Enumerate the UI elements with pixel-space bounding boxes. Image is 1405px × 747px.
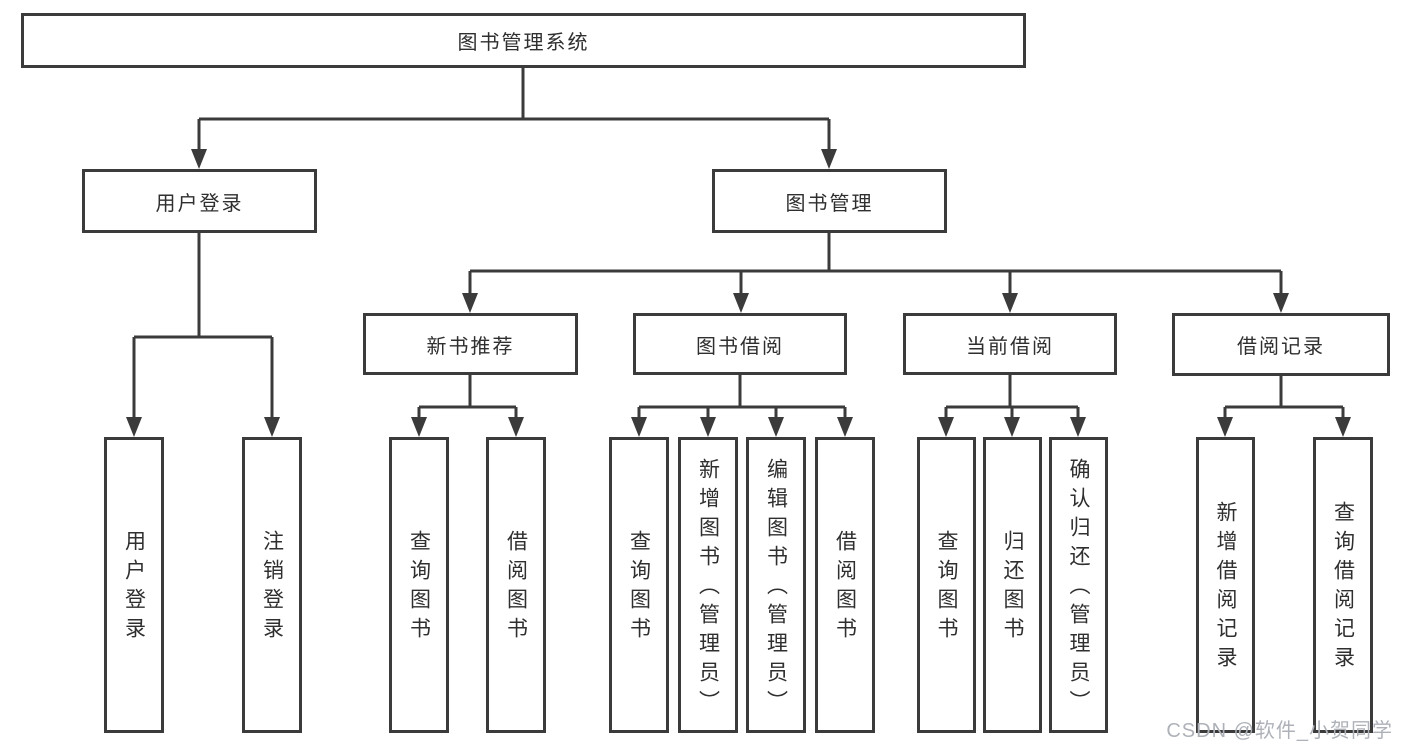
- leaf-return-books: 归还图书: [983, 437, 1042, 733]
- leaf-borrow-books-2: 借阅图书: [815, 437, 875, 733]
- leaf-logout: 注销登录: [242, 437, 302, 733]
- leaf-add-borrow-record: 新增借阅记录: [1196, 437, 1255, 733]
- node-user-login: 用户登录: [82, 169, 317, 233]
- node-book-management: 图书管理: [712, 169, 947, 233]
- arrowheads: [126, 149, 1351, 437]
- leaf-edit-book-admin: 编辑图书（管理员）: [746, 437, 806, 733]
- node-borrow-records: 借阅记录: [1172, 313, 1390, 376]
- leaf-query-books-1: 查询图书: [389, 437, 449, 733]
- leaf-query-borrow-record: 查询借阅记录: [1313, 437, 1373, 733]
- leaf-confirm-return-admin: 确认归还（管理员）: [1049, 437, 1108, 733]
- node-root: 图书管理系统: [21, 13, 1026, 68]
- node-current-borrow: 当前借阅: [903, 313, 1117, 375]
- watermark: CSDN @软件_小贺同学: [1166, 720, 1393, 742]
- leaf-user-login: 用户登录: [104, 437, 164, 733]
- leaf-query-books-3: 查询图书: [917, 437, 976, 733]
- node-new-book-recommend: 新书推荐: [363, 313, 578, 375]
- node-book-borrow: 图书借阅: [633, 313, 847, 375]
- leaf-borrow-books-1: 借阅图书: [486, 437, 546, 733]
- leaf-query-books-2: 查询图书: [609, 437, 669, 733]
- leaf-add-book-admin: 新增图书（管理员）: [678, 437, 738, 733]
